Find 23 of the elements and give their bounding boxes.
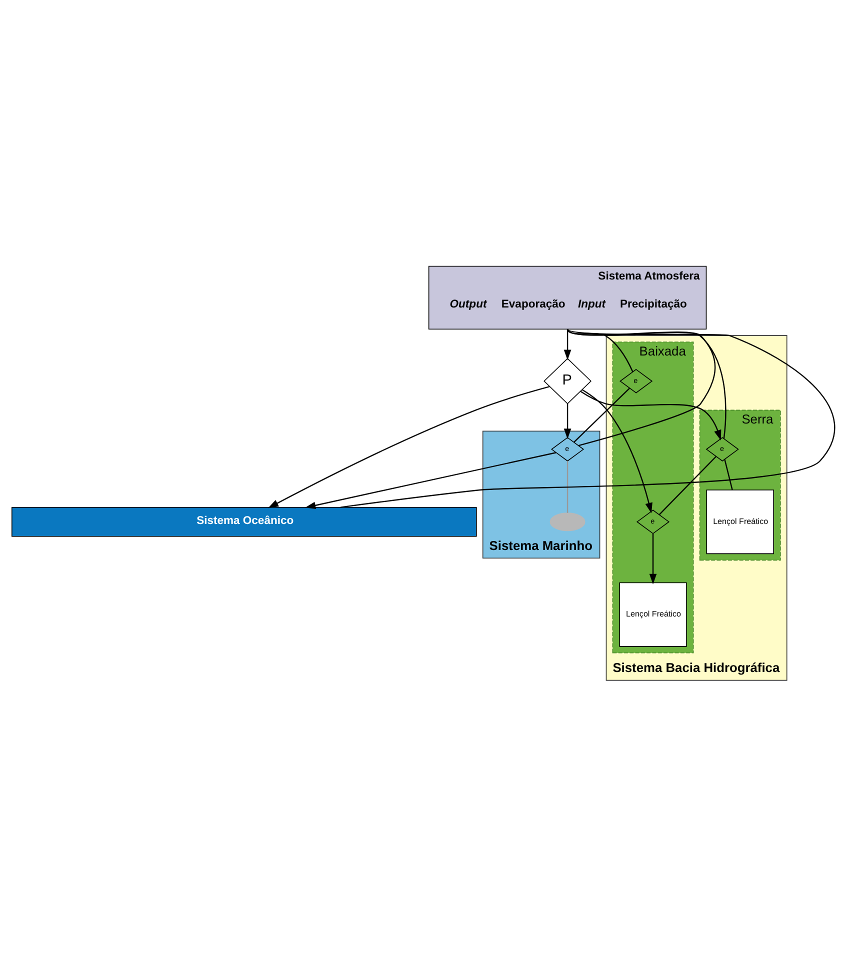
- node-diamond: P: [544, 358, 592, 404]
- node-box: Lençol Freático: [619, 582, 687, 647]
- arrow: [564, 404, 572, 440]
- arrow: [580, 390, 722, 441]
- node-ellipse: [550, 512, 586, 532]
- node-diamond: e: [636, 510, 670, 534]
- connector: [566, 461, 568, 513]
- arrow: [305, 452, 556, 510]
- arrow: [649, 534, 657, 584]
- node-diamond: e: [706, 437, 739, 462]
- connector: [340, 328, 836, 508]
- node-diamond: e: [550, 437, 584, 462]
- node-box: Sistema Atmosfera Output Evaporação Input Precipitação: [428, 266, 707, 330]
- arrow: [582, 389, 652, 514]
- connector: [658, 456, 716, 515]
- node-box: Lençol Freático: [706, 490, 774, 554]
- connector: [574, 388, 630, 443]
- node-box: Sistema Oceânico: [12, 506, 477, 537]
- node-diamond: e: [620, 368, 653, 394]
- arrow: [268, 386, 550, 508]
- connector: [566, 328, 634, 372]
- connector: [724, 459, 733, 490]
- arrow: [564, 329, 572, 360]
